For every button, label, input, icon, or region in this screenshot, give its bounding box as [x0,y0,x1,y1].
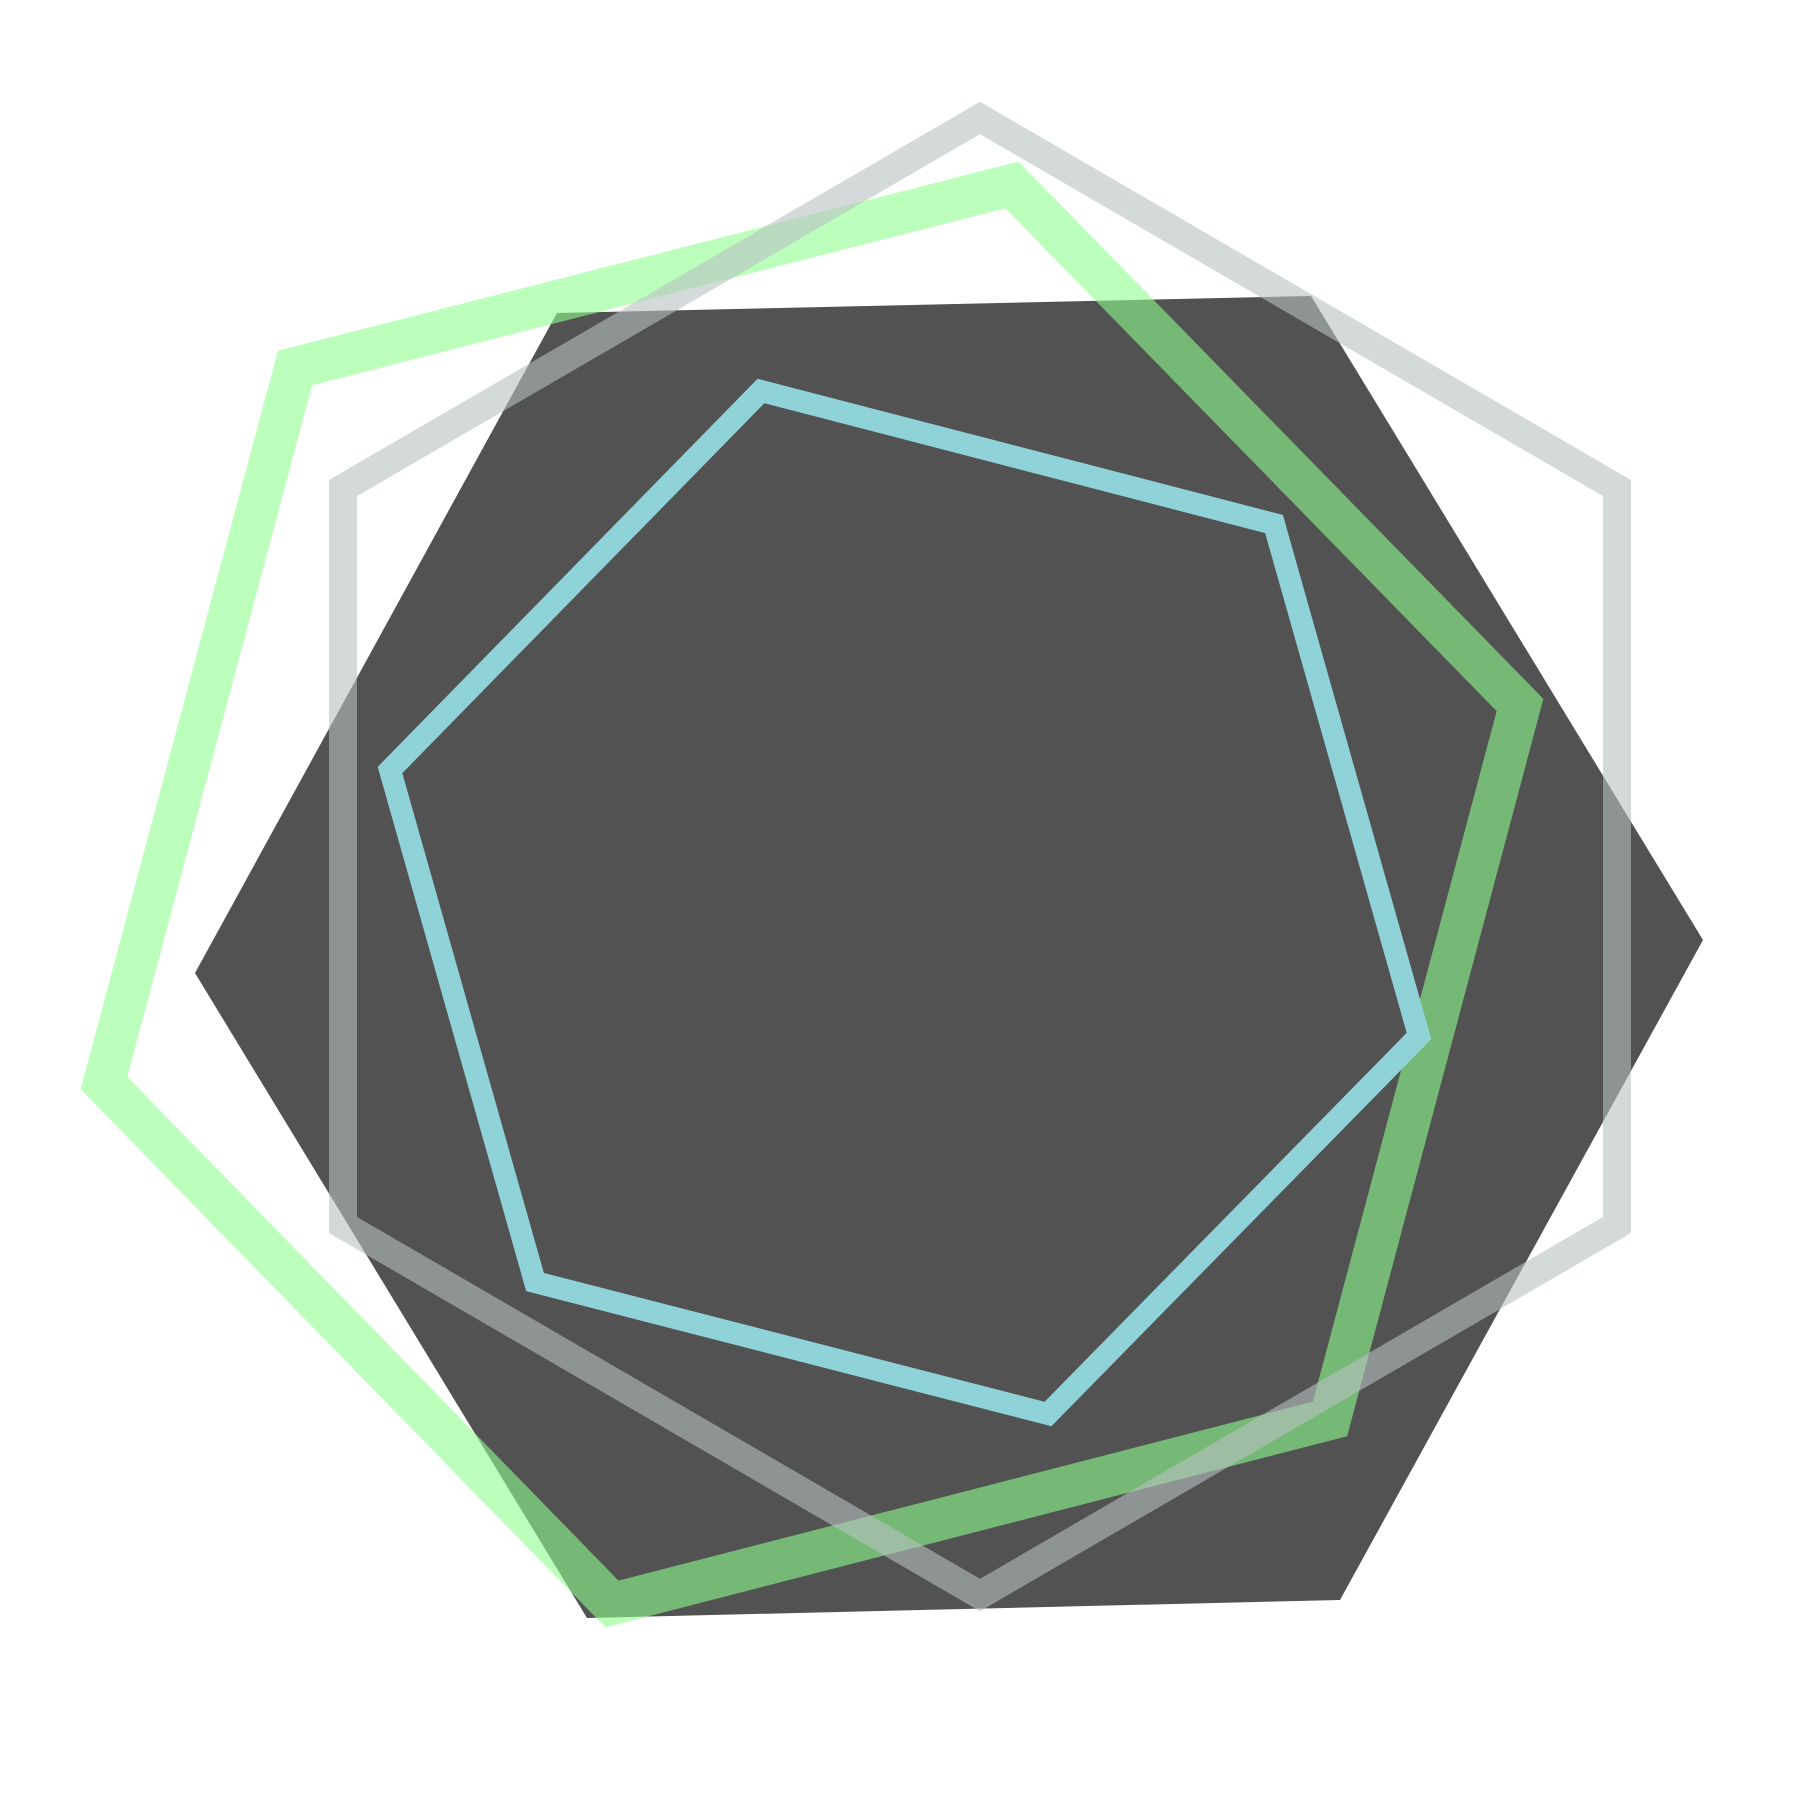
gray-hexagon-outline [329,101,1631,1612]
cyan-hexagon-outline [377,378,1432,1427]
green-hexagon-outline [80,161,1544,1628]
